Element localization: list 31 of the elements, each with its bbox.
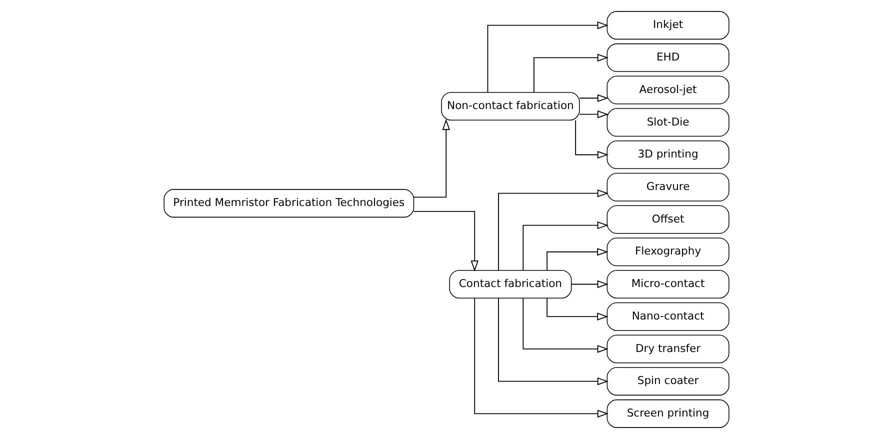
arrow [546, 248, 608, 271]
node-box: Screen printing [606, 399, 730, 428]
arrow [474, 298, 608, 418]
node-box: Aerosol-jet [606, 76, 730, 104]
node-box: Non-contact fabrication [441, 92, 580, 120]
arrow [579, 110, 609, 118]
node-box: Flexography [606, 238, 730, 266]
node-box: Inkjet [606, 11, 730, 40]
arrow [413, 210, 479, 272]
arrow [570, 280, 608, 288]
arrow [498, 298, 608, 386]
node-box: Gravure [606, 172, 730, 202]
arrow [522, 221, 608, 271]
arrow [579, 94, 609, 102]
arrow [534, 54, 608, 93]
arrow [575, 120, 609, 159]
node-box: Dry transfer [606, 334, 730, 364]
arrow [546, 298, 608, 320]
node-box: Offset [606, 205, 730, 234]
node-box: EHD [606, 43, 730, 72]
node-box: Micro-contact [606, 270, 730, 298]
node-box: Slot-Die [606, 108, 730, 137]
arrow [413, 118, 450, 198]
node-box: 3D printing [606, 140, 730, 170]
node-box: Spin coater [606, 367, 730, 396]
arrow [487, 21, 608, 93]
node-box: Printed Memristor Fabrication Technologies [164, 189, 414, 218]
arrow [522, 298, 608, 353]
node-box: Contact fabrication [449, 270, 572, 298]
arrow [498, 189, 608, 271]
node-box: Nano-contact [606, 302, 730, 331]
